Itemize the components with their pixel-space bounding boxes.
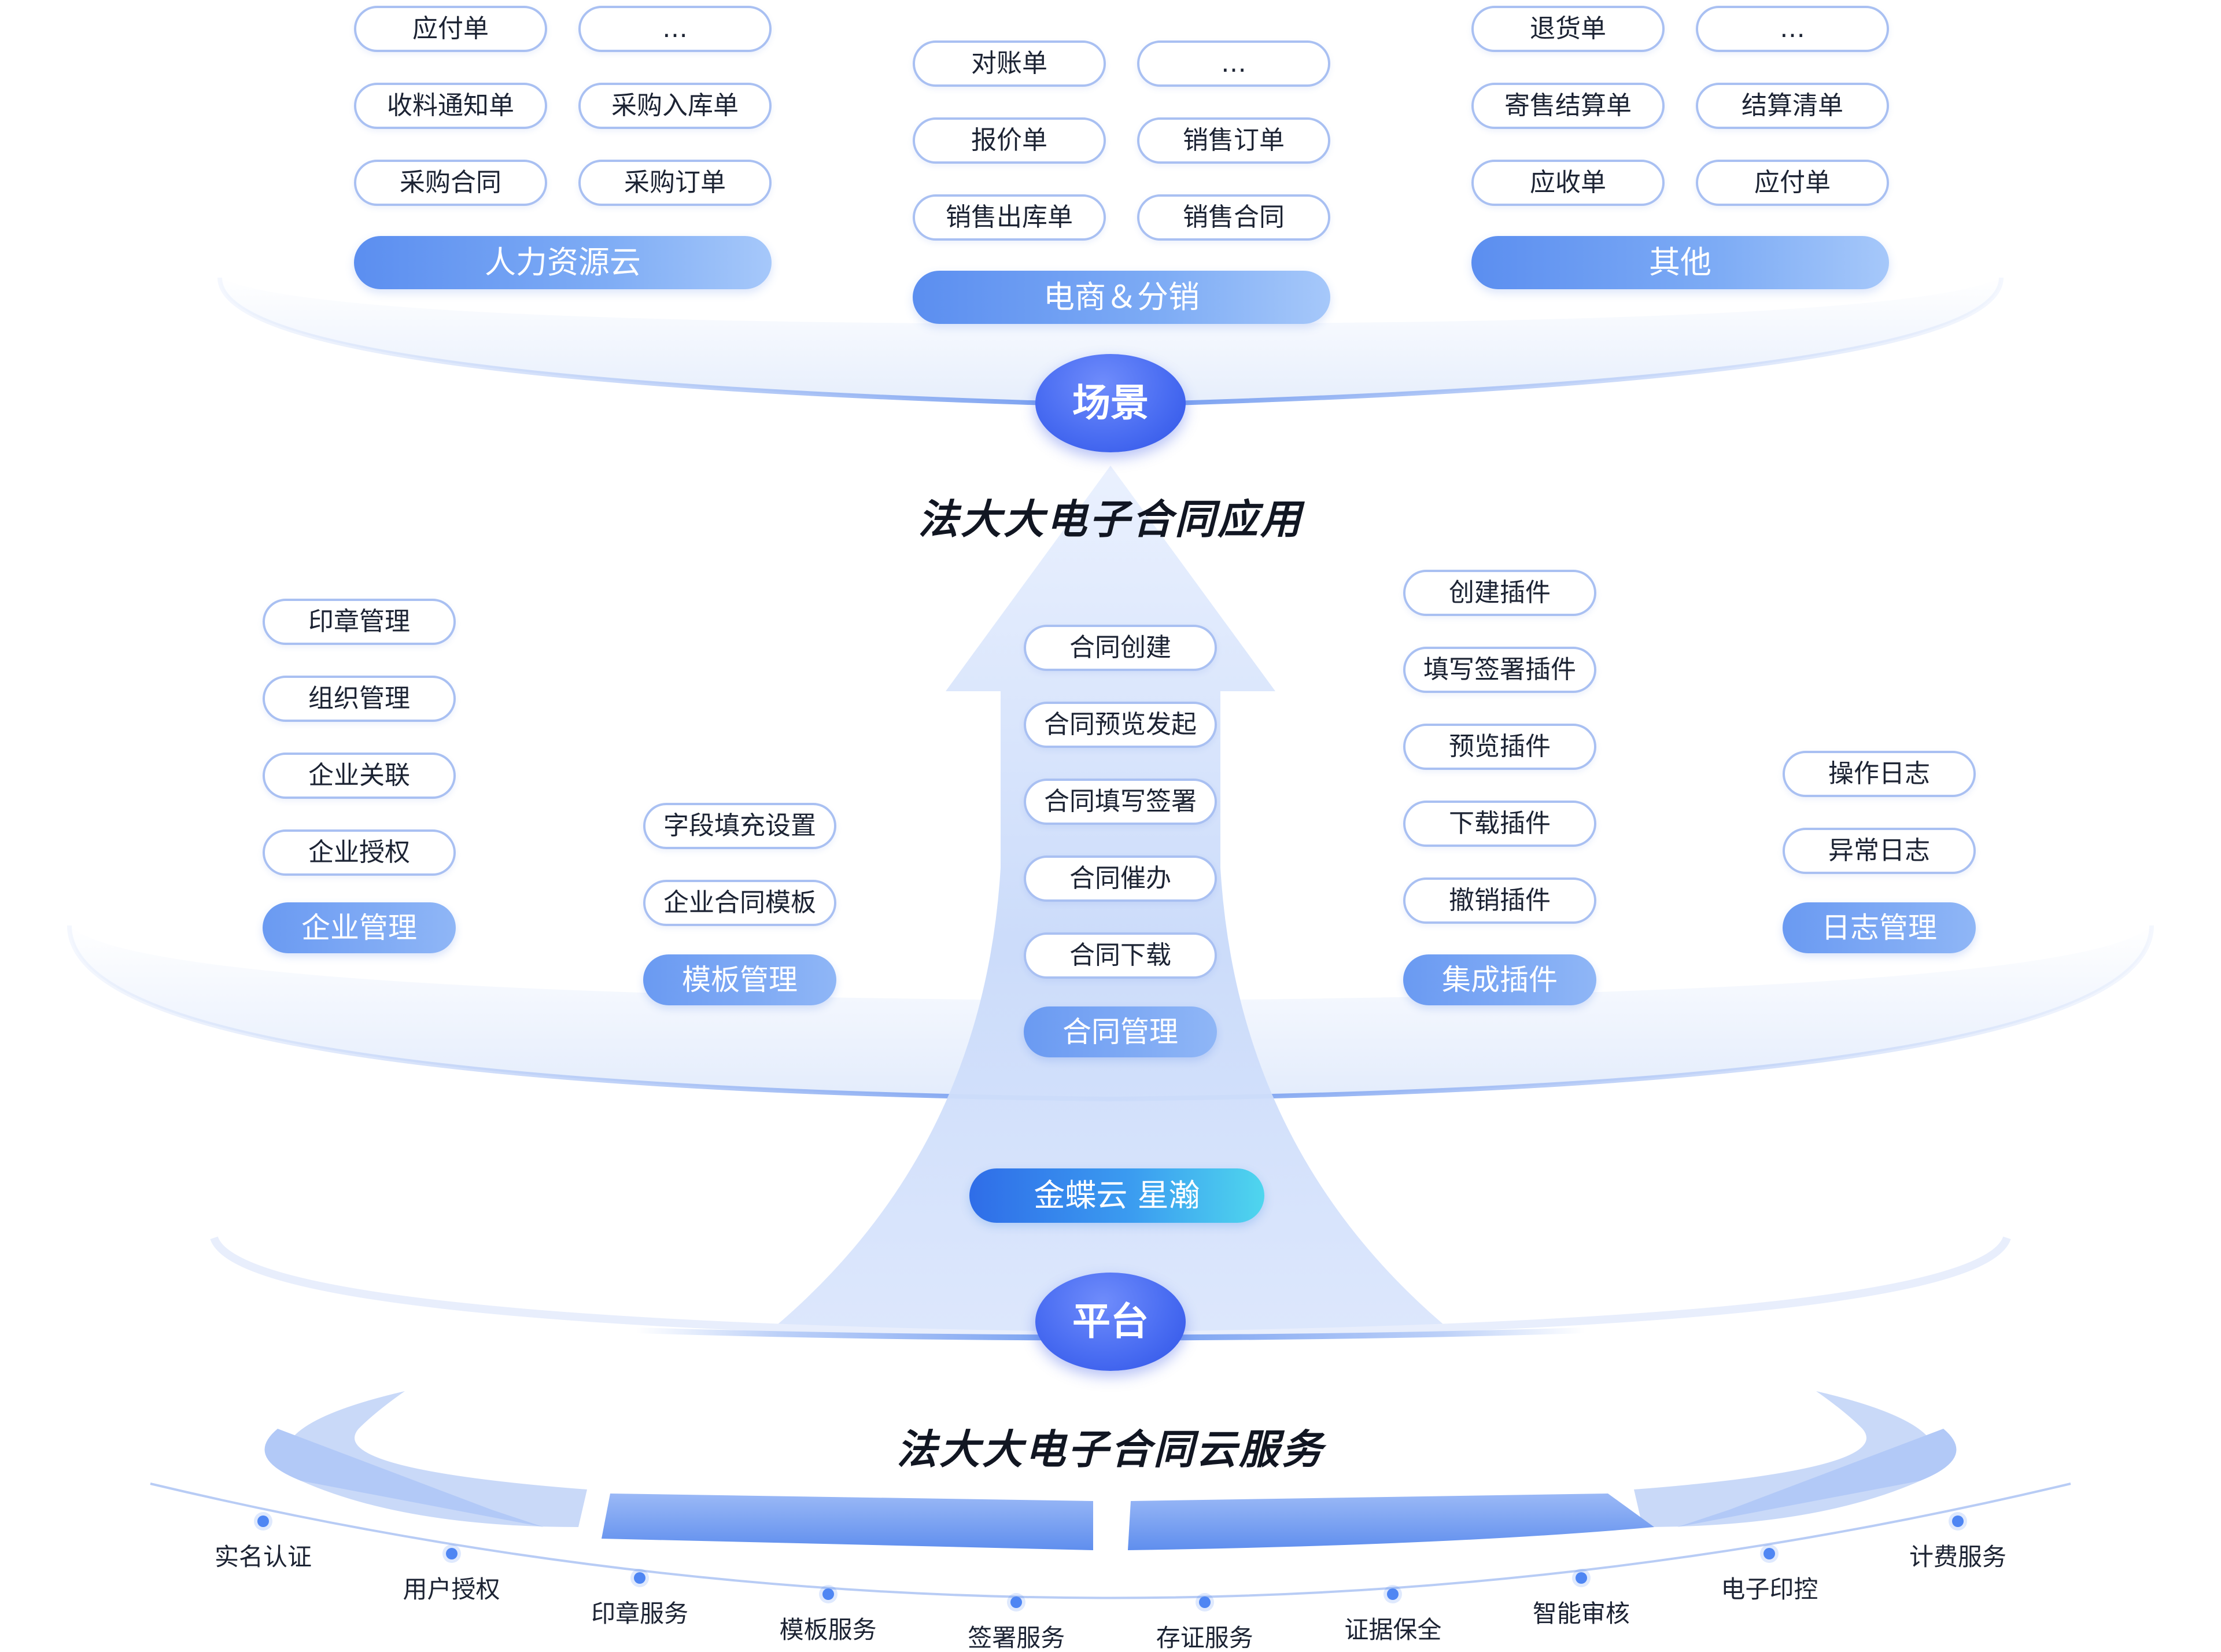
module-category: 模板管理 — [643, 954, 836, 1005]
module-item: 企业关联 — [263, 753, 456, 799]
service-label: 签署服务 — [968, 1624, 1065, 1652]
service-dot — [257, 1515, 269, 1527]
scene-item: 结算清单 — [1696, 83, 1889, 129]
module-item: 下载插件 — [1403, 801, 1596, 847]
module-item: 合同下载 — [1024, 932, 1217, 979]
service-dot — [822, 1588, 834, 1601]
service-label: 电子印控 — [1721, 1575, 1818, 1604]
module-item: 印章管理 — [263, 599, 456, 645]
module-item: 合同创建 — [1024, 625, 1217, 671]
scene-item: 对账单 — [913, 40, 1106, 87]
platform-product-pill: 金蝶云 星瀚 — [969, 1168, 1264, 1223]
service-label: 智能审核 — [1532, 1599, 1630, 1628]
service-label: 印章服务 — [591, 1599, 689, 1628]
cloud-title: 法大大电子合同云服务 — [896, 1426, 1325, 1473]
scene-item: 采购合同 — [354, 160, 547, 206]
scene-item: 收料通知单 — [354, 83, 547, 129]
scene-item: 销售合同 — [1137, 194, 1330, 241]
service-dot — [634, 1572, 646, 1584]
module-category: 集成插件 — [1403, 954, 1596, 1005]
service-dot — [1575, 1572, 1587, 1584]
scene-item: 应收单 — [1471, 160, 1665, 206]
scene-item: 应付单 — [354, 6, 547, 52]
service-dot — [1198, 1596, 1211, 1609]
module-category: 日志管理 — [1783, 902, 1976, 953]
service-label: 实名认证 — [214, 1543, 312, 1571]
service-label: 用户授权 — [403, 1575, 500, 1604]
service-dot — [1952, 1515, 1964, 1527]
module-item: 预览插件 — [1403, 724, 1596, 770]
service-label: 计费服务 — [1909, 1543, 2007, 1571]
service-dot — [445, 1548, 458, 1560]
scene-item: 采购入库单 — [578, 83, 772, 129]
scene-category: 其他 — [1471, 236, 1889, 289]
module-item: 合同预览发起 — [1024, 702, 1217, 748]
module-item: 合同填写签署 — [1024, 779, 1217, 825]
platform-badge: 平台 — [1035, 1273, 1186, 1371]
app-title: 法大大电子合同应用 — [918, 496, 1303, 543]
module-item: 撤销插件 — [1403, 877, 1596, 924]
scene-item: 报价单 — [913, 117, 1106, 164]
module-item: 异常日志 — [1783, 828, 1976, 874]
scene-category: 人力资源云 — [354, 236, 772, 289]
scene-item: … — [1696, 6, 1889, 52]
scene-item: 退货单 — [1471, 6, 1665, 52]
module-item: 企业授权 — [263, 829, 456, 876]
module-category: 企业管理 — [263, 902, 456, 953]
module-item: 组织管理 — [263, 676, 456, 722]
scene-item: 采购订单 — [578, 160, 772, 206]
scene-item: 应付单 — [1696, 160, 1889, 206]
scene-badge: 场景 — [1035, 354, 1186, 452]
service-dot — [1763, 1548, 1776, 1560]
scene-item: 销售出库单 — [913, 194, 1106, 241]
module-item: 创建插件 — [1403, 570, 1596, 616]
service-label: 存证服务 — [1156, 1624, 1253, 1652]
service-label: 证据保全 — [1344, 1616, 1442, 1644]
service-label: 模板服务 — [779, 1616, 877, 1644]
scene-category: 电商＆分销 — [913, 271, 1330, 324]
module-item: 合同催办 — [1024, 856, 1217, 902]
service-dot — [1010, 1596, 1023, 1609]
scene-item: 寄售结算单 — [1471, 83, 1665, 129]
scene-item: 销售订单 — [1137, 117, 1330, 164]
service-dot — [1387, 1588, 1399, 1601]
module-item: 企业合同模板 — [643, 880, 836, 926]
module-item: 填写签署插件 — [1403, 647, 1596, 693]
scene-item: … — [1137, 40, 1330, 87]
module-item: 字段填充设置 — [643, 803, 836, 849]
scene-item: … — [578, 6, 772, 52]
module-item: 操作日志 — [1783, 751, 1976, 797]
module-category: 合同管理 — [1024, 1006, 1217, 1057]
